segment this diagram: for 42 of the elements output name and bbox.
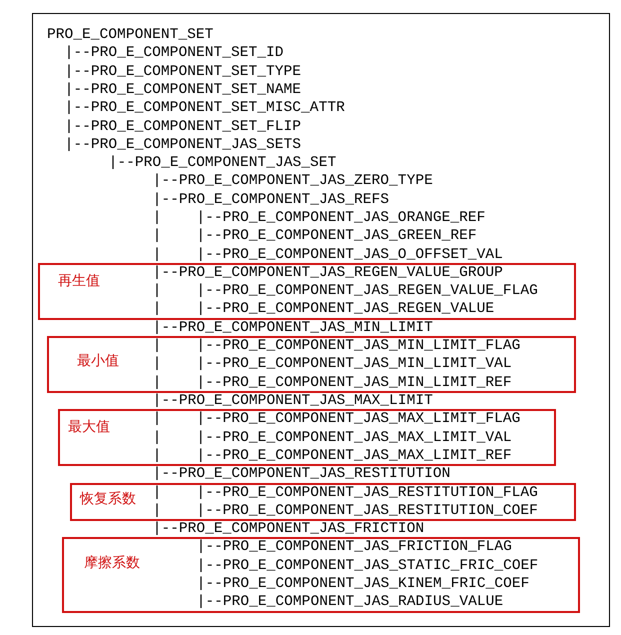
highlight-box [38, 262, 576, 320]
tree-line: |--PRO_E_COMPONENT_SET_ID [64, 44, 284, 62]
tree-line: | |--PRO_E_COMPONENT_JAS_RESTITUTION_FLAG [152, 484, 538, 502]
tree-line: |--PRO_E_COMPONENT_JAS_ZERO_TYPE [152, 172, 433, 190]
tree-line: | |--PRO_E_COMPONENT_JAS_MAX_LIMIT_VAL [152, 428, 512, 447]
tree-line: |--PRO_E_COMPONENT_JAS_RESTITUTION [152, 465, 450, 484]
tree-line: | |--PRO_E_COMPONENT_JAS_RESTITUTION_COEF [152, 502, 538, 520]
annotation-label: 再生值 [58, 272, 100, 290]
tree-line: | |--PRO_E_COMPONENT_JAS_MIN_LIMIT_REF [152, 374, 512, 392]
annotation-label: 最小值 [77, 352, 119, 370]
tree-line: |--PRO_E_COMPONENT_JAS_RADIUS_VALUE [196, 593, 504, 612]
annotation-label: 最大值 [68, 418, 110, 436]
tree-line: |--PRO_E_COMPONENT_JAS_FRICTION_FLAG [196, 538, 512, 556]
tree-line: |--PRO_E_COMPONENT_JAS_MAX_LIMIT [152, 392, 433, 410]
tree-line: |--PRO_E_COMPONENT_JAS_FRICTION [152, 520, 424, 538]
tree-line: | |--PRO_E_COMPONENT_JAS_MIN_LIMIT_FLAG [152, 337, 520, 356]
tree-line: |--PRO_E_COMPONENT_SET_TYPE [64, 62, 302, 81]
tree-line: | |--PRO_E_COMPONENT_JAS_MIN_LIMIT_VAL [152, 355, 512, 374]
annotation-label: 摩擦系数 [84, 554, 140, 572]
tree-line: | |--PRO_E_COMPONENT_JAS_MAX_LIMIT_FLAG [152, 410, 520, 428]
tree-line: |--PRO_E_COMPONENT_SET_FLIP [64, 118, 302, 136]
tree-line: | |--PRO_E_COMPONENT_JAS_GREEN_REF [152, 227, 477, 246]
tree-line: |--PRO_E_COMPONENT_JAS_SET [108, 154, 336, 172]
tree-line: |--PRO_E_COMPONENT_JAS_MIN_LIMIT [152, 318, 433, 337]
tree-line: |--PRO_E_COMPONENT_SET_MISC_ATTR [64, 99, 345, 118]
tree-line: | |--PRO_E_COMPONENT_JAS_ORANGE_REF [152, 209, 486, 227]
tree-line: |--PRO_E_COMPONENT_SET_NAME [64, 80, 302, 99]
tree-line: | |--PRO_E_COMPONENT_JAS_REGEN_VALUE_FLAG [152, 282, 538, 300]
highlight-box [58, 409, 556, 466]
tree-line: | |--PRO_E_COMPONENT_JAS_MAX_LIMIT_REF [152, 446, 512, 465]
annotation-label: 恢复系数 [80, 490, 136, 508]
highlight-box [47, 336, 576, 393]
tree-line: |--PRO_E_COMPONENT_JAS_REFS [152, 190, 390, 209]
tree-line: | |--PRO_E_COMPONENT_JAS_O_OFFSET_VAL [152, 246, 503, 264]
highlight-box [70, 482, 576, 522]
tree-line: PRO_E_COMPONENT_SET [47, 26, 214, 44]
tree-line: |--PRO_E_COMPONENT_JAS_SETS [64, 136, 302, 154]
tree-line: |--PRO_E_COMPONENT_JAS_REGEN_VALUE_GROUP [152, 264, 503, 282]
tree-line: | |--PRO_E_COMPONENT_JAS_REGEN_VALUE [152, 300, 494, 318]
tree-line: |--PRO_E_COMPONENT_JAS_KINEM_FRIC_COEF [196, 574, 530, 593]
tree-line: |--PRO_E_COMPONENT_JAS_STATIC_FRIC_COEF [196, 556, 538, 575]
highlight-box [62, 537, 580, 613]
